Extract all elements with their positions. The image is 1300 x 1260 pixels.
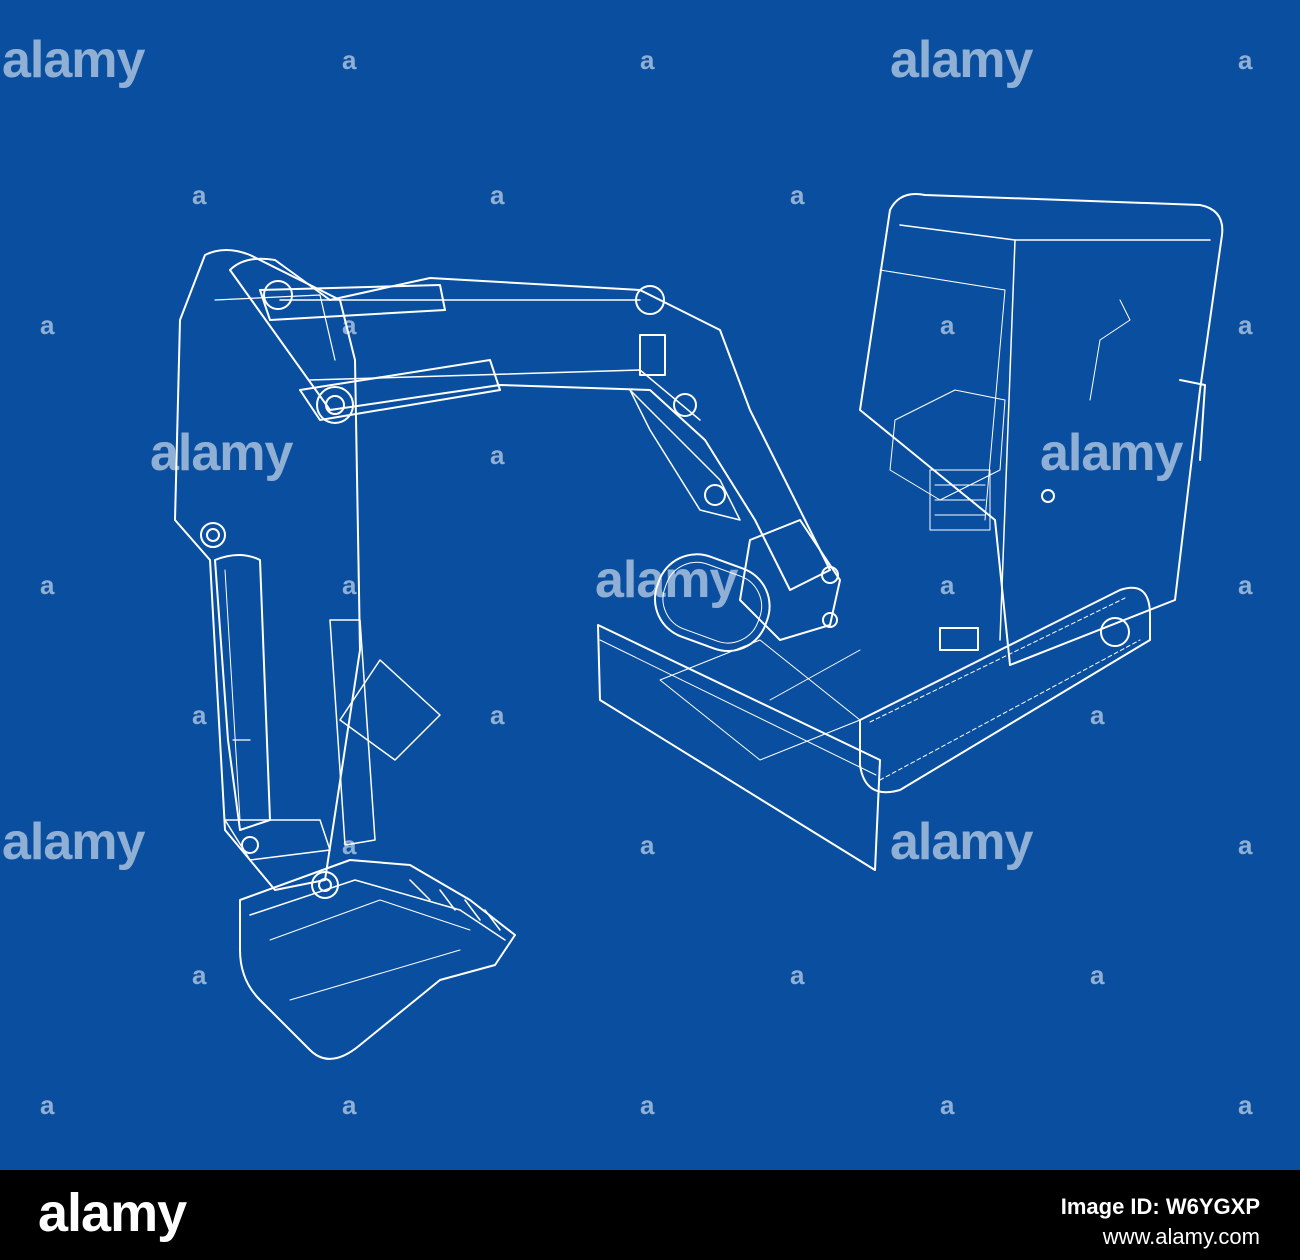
footer-bar: alamy Image ID: W6YGXP www.alamy.com bbox=[0, 1170, 1300, 1260]
blueprint-image: alamy alamy alamy alamy alamy alamy alam… bbox=[0, 0, 1300, 1170]
excavator-wireframe-drawing bbox=[174, 193, 1224, 1060]
image-id-label: Image ID: W6YGXP bbox=[1060, 1194, 1260, 1219]
site-url-link[interactable]: www.alamy.com bbox=[1102, 1224, 1260, 1249]
alamy-logo[interactable]: alamy bbox=[38, 1183, 187, 1243]
